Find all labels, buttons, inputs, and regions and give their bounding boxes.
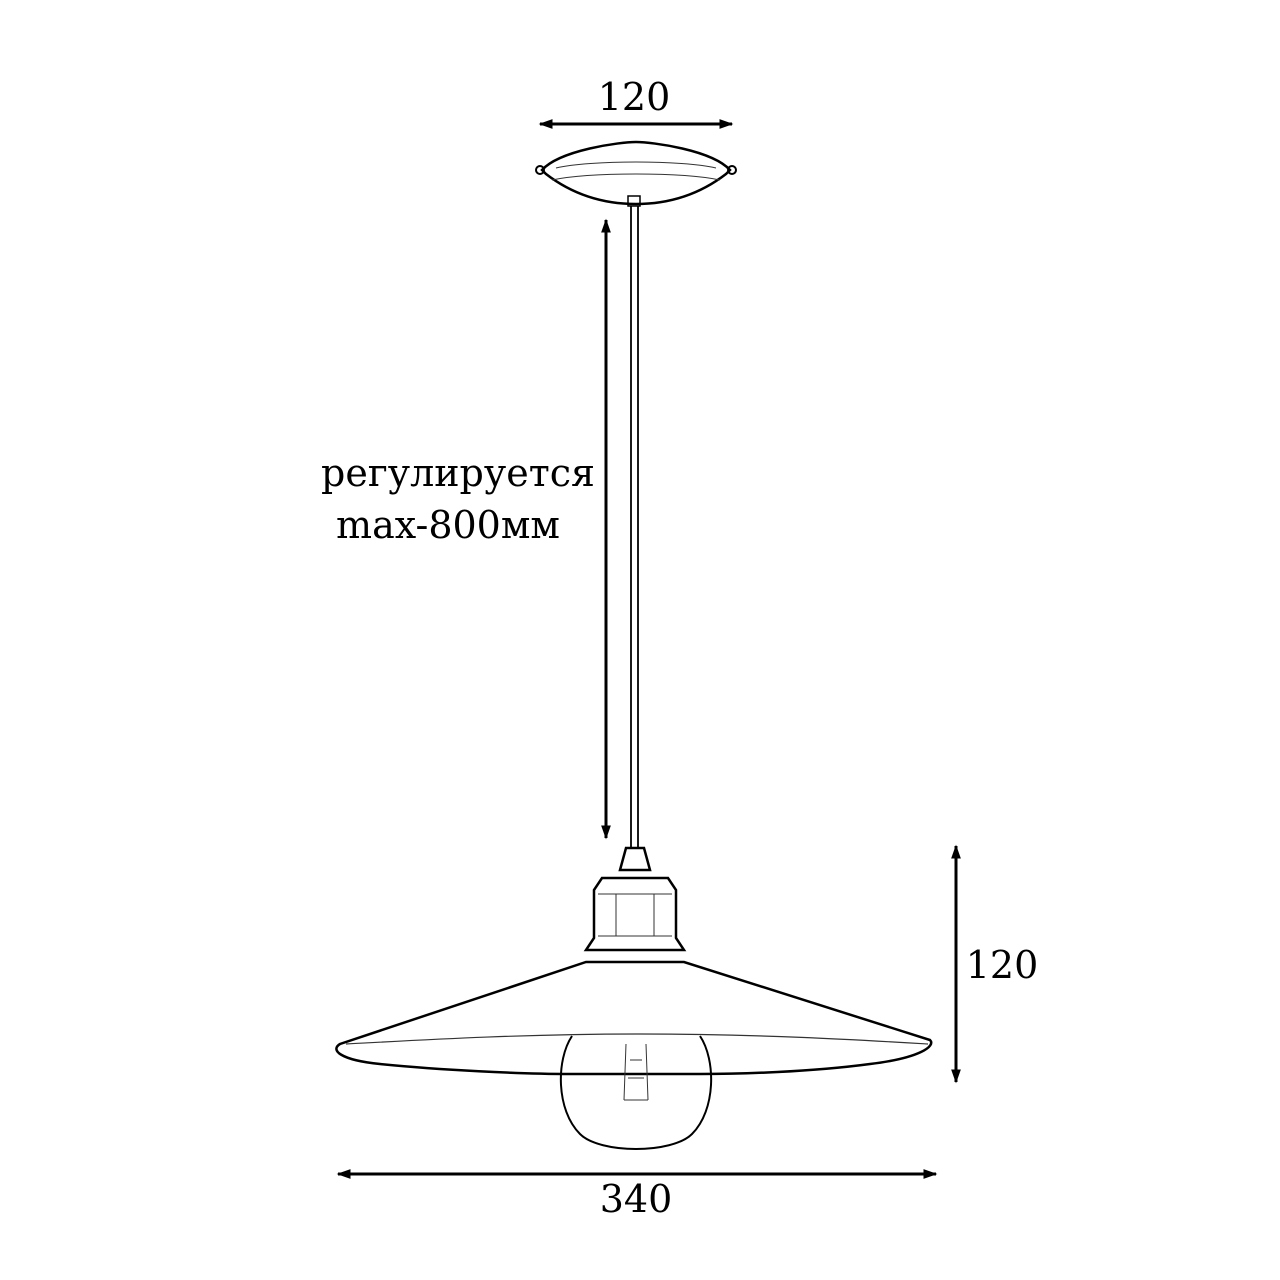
shade-height-label: 120	[966, 943, 1039, 987]
bulb	[559, 1035, 713, 1150]
canopy-width-label: 120	[598, 75, 671, 119]
cord	[627, 195, 641, 848]
lamp-shade	[335, 960, 933, 1076]
canopy-width-dimension: 120	[538, 75, 734, 129]
ceiling-canopy	[535, 140, 737, 206]
cord-length-dimension: регулируется max-800мм	[321, 218, 611, 840]
shade-width-dimension: 340	[336, 1169, 938, 1221]
lamp-socket	[583, 846, 687, 952]
shade-width-label: 340	[600, 1177, 673, 1221]
cord-note-line2: max-800мм	[336, 503, 560, 547]
cord-note-line1: регулируется	[321, 451, 595, 495]
shade-height-dimension: 120	[951, 844, 1039, 1084]
